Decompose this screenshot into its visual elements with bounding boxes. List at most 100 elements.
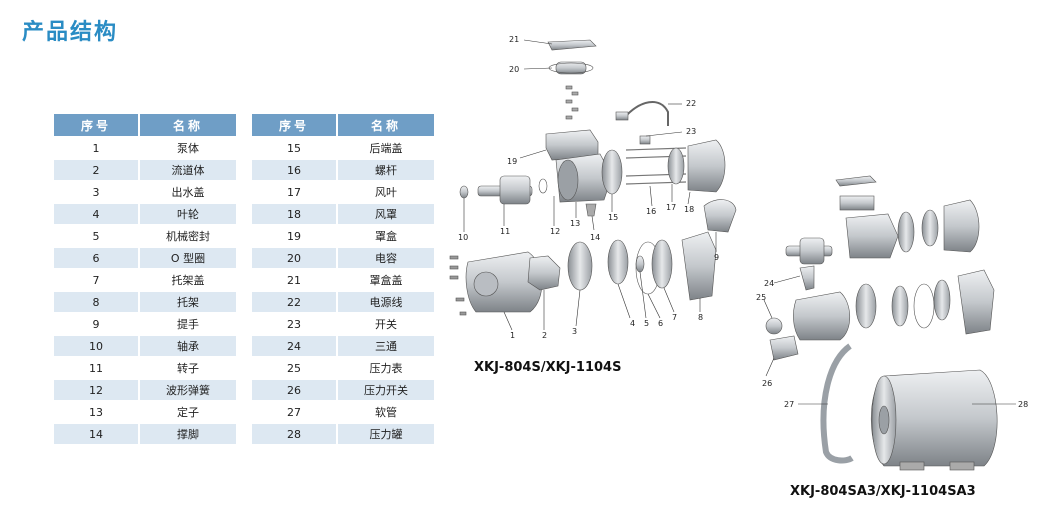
leader-lines-a: [463, 39, 717, 331]
capacitor-part: [555, 61, 587, 75]
part-number: 18: [252, 204, 338, 226]
leader-lines-b: [763, 275, 1016, 405]
callout-14: 14: [590, 233, 600, 242]
cable-part: [623, 101, 669, 126]
part-name: 波形弹簧: [140, 380, 236, 402]
part-name: 风叶: [338, 182, 434, 204]
callout-7: 7: [672, 313, 677, 322]
stand-part: [585, 203, 597, 217]
pump-b-parts: [765, 175, 998, 471]
tee-part: [799, 265, 815, 291]
callout-19: 19: [507, 157, 517, 166]
part-number: 25: [252, 358, 338, 380]
part-number: 13: [54, 402, 140, 424]
model-label-first: XKJ-804S/XKJ-1104S: [474, 360, 622, 375]
part-number: 24: [252, 336, 338, 358]
callout-9: 9: [714, 253, 719, 262]
part-number: 6: [54, 248, 140, 270]
part-name: 转子: [140, 358, 236, 380]
part-number: 27: [252, 402, 338, 424]
callout-22: 22: [686, 99, 696, 108]
callout-2: 2: [542, 331, 547, 340]
handle-part: [703, 199, 737, 233]
part-number: 21: [252, 270, 338, 292]
part-number: 12: [54, 380, 140, 402]
part-name: 托架盖: [140, 270, 236, 292]
part-number: 26: [252, 380, 338, 402]
mechanical-seal-part: [635, 255, 645, 273]
flow-body-part: [527, 255, 561, 291]
impeller-part: [607, 239, 629, 285]
part-name: 后端盖: [338, 138, 434, 160]
callout-1: 1: [510, 331, 515, 340]
header-name: 名称: [338, 114, 434, 138]
part-number: 19: [252, 226, 338, 248]
callout-8: 8: [698, 313, 703, 322]
part-name: 托架: [140, 292, 236, 314]
callout-4: 4: [630, 319, 635, 328]
part-number: 2: [54, 160, 140, 182]
part-name: 电源线: [338, 292, 434, 314]
part-name: 叶轮: [140, 204, 236, 226]
part-name: 泵体: [140, 138, 236, 160]
end-cover-part: [601, 149, 623, 195]
cover-lid-part: [547, 39, 597, 51]
part-number: 16: [252, 160, 338, 182]
part-name: O 型圈: [140, 248, 236, 270]
callout-26: 26: [762, 379, 772, 388]
part-name: 软管: [338, 402, 434, 424]
bracket-part: [681, 231, 717, 301]
callout-27: 27: [784, 400, 794, 409]
switch-part: [639, 135, 651, 145]
part-number: 15: [252, 138, 338, 160]
part-number: 20: [252, 248, 338, 270]
callout-28: 28: [1018, 400, 1028, 409]
callout-6: 6: [658, 319, 663, 328]
callout-17: 17: [666, 203, 676, 212]
callout-10: 10: [458, 233, 468, 242]
part-number: 11: [54, 358, 140, 380]
part-number: 3: [54, 182, 140, 204]
part-number: 8: [54, 292, 140, 314]
callout-5: 5: [644, 319, 649, 328]
part-name: 轴承: [140, 336, 236, 358]
page-title: 产品结构: [22, 20, 119, 45]
part-name: 撑脚: [140, 424, 236, 446]
part-name: 出水盖: [140, 182, 236, 204]
part-name: 罩盒盖: [338, 270, 434, 292]
callout-25: 25: [756, 293, 766, 302]
part-name: 提手: [140, 314, 236, 336]
part-number: 5: [54, 226, 140, 248]
bracket-cover-part: [651, 239, 673, 289]
part-number: 7: [54, 270, 140, 292]
fan-part: [667, 147, 685, 185]
callout-18: 18: [684, 205, 694, 214]
part-name: 机械密封: [140, 226, 236, 248]
callout-20: 20: [509, 65, 519, 74]
part-name: 螺杆: [338, 160, 434, 182]
